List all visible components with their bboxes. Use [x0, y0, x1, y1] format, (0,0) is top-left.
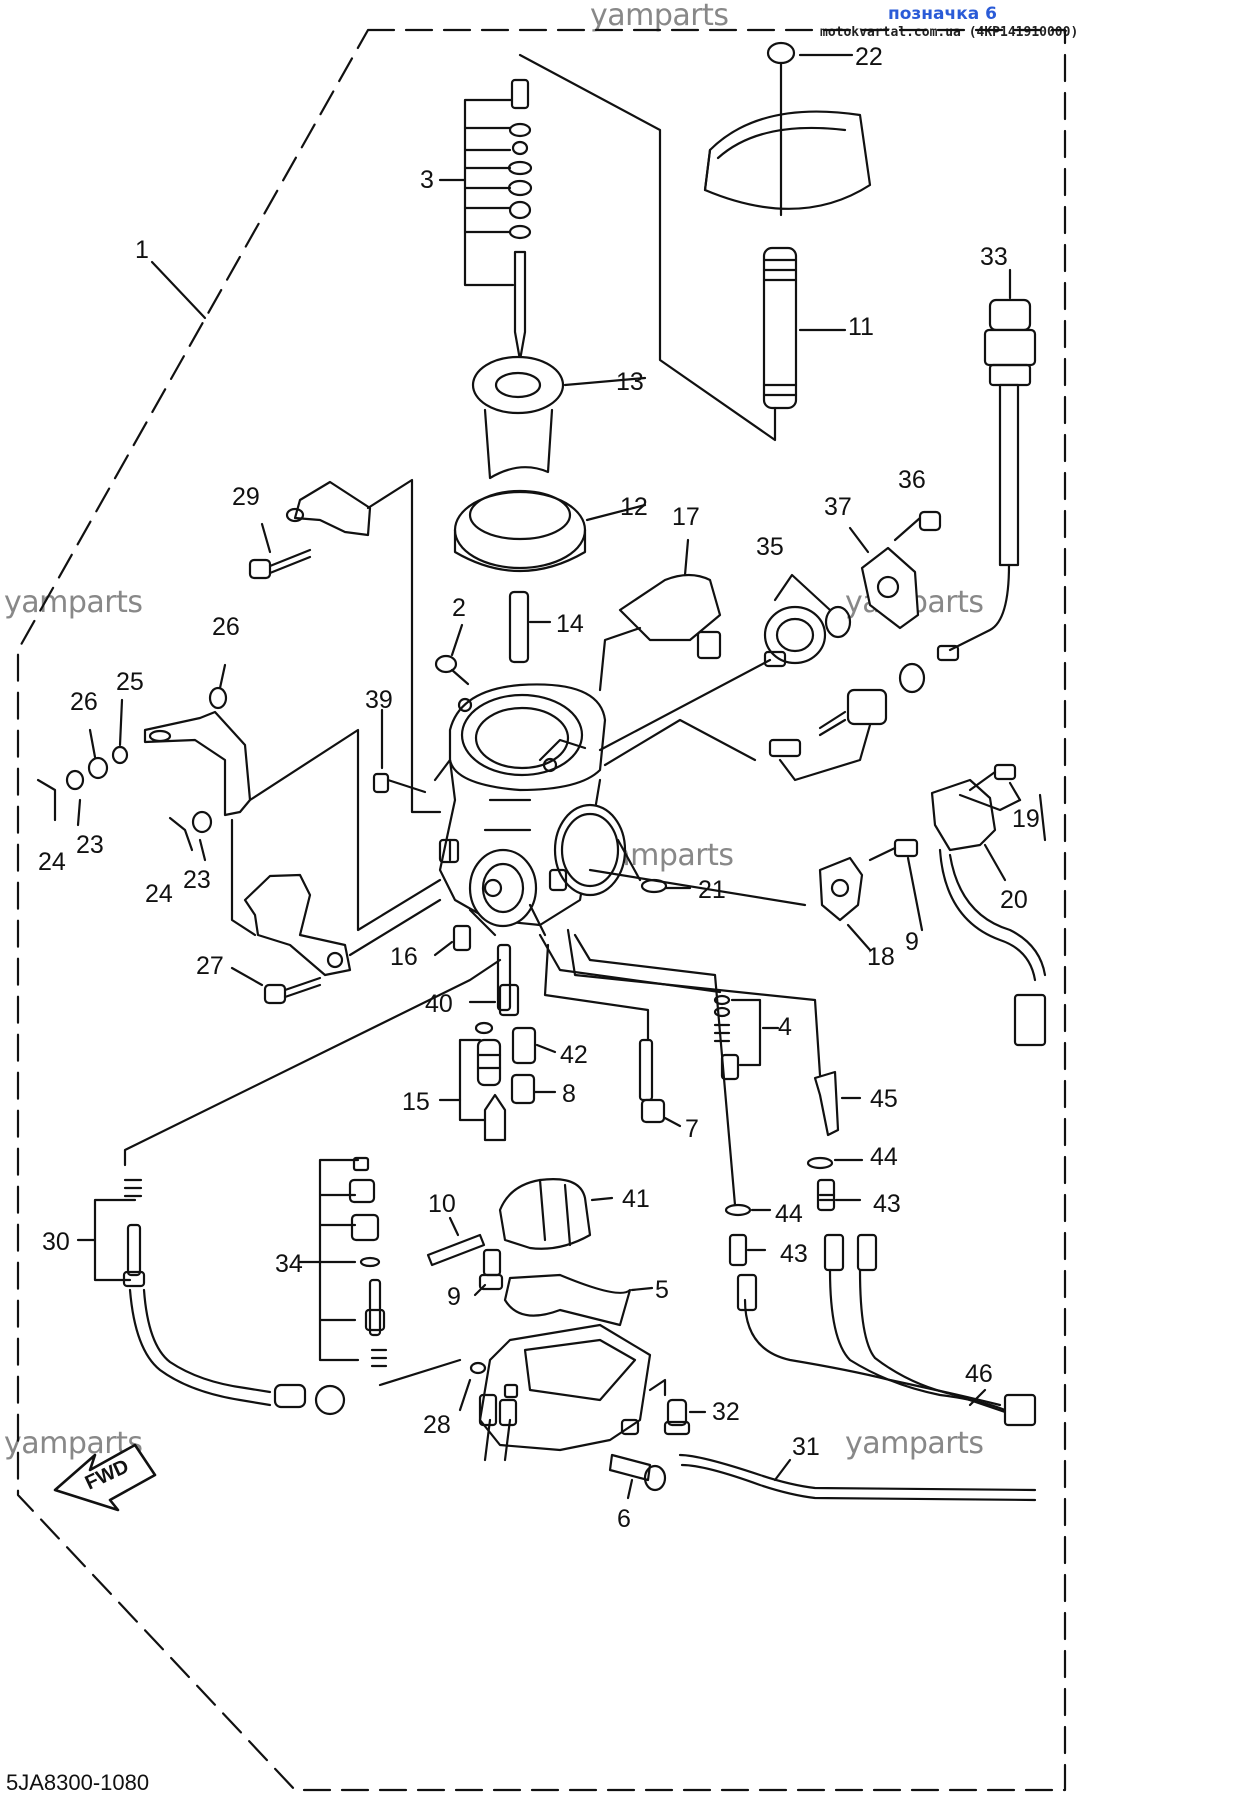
- throttle-sensor-icon: [588, 763, 1047, 1047]
- callout-7: 7: [685, 1115, 699, 1143]
- callout-30: 30: [42, 1228, 70, 1256]
- callout-1: 1: [135, 236, 149, 264]
- carburetor-body-icon: [433, 683, 627, 937]
- main-jet-42-icon: [511, 1026, 537, 1065]
- assembly-boundary: [16, 28, 1067, 1792]
- callout-39: 39: [365, 686, 393, 714]
- callout-29: 29: [232, 483, 260, 511]
- pilot-jet-7-icon: [543, 943, 682, 1128]
- callout-35: 35: [756, 533, 784, 561]
- drain-screw-6-icon: [608, 1453, 667, 1500]
- bracket-upper-icon: [248, 478, 442, 814]
- watermark: yamparts: [845, 1426, 984, 1461]
- callout-45: 45: [870, 1085, 898, 1113]
- callout-3: 3: [420, 166, 434, 194]
- cable-31-icon: [678, 1453, 1037, 1502]
- float-41-icon: [498, 1178, 614, 1250]
- watermark: yamparts: [590, 0, 729, 33]
- pilot-jet-8-icon: [510, 1073, 536, 1105]
- part-link[interactable]: позначка 6: [888, 4, 997, 24]
- callout-44: 44: [775, 1200, 803, 1228]
- throttle-cable-30-icon: [76, 958, 502, 1416]
- diaphragm-icon: [453, 489, 647, 573]
- needle-set-icon: [438, 53, 777, 442]
- callout-10: 10: [428, 1190, 456, 1218]
- lever-lower-icon: [230, 873, 442, 1005]
- callout-21: 21: [698, 876, 726, 904]
- callout-20: 20: [1000, 886, 1028, 914]
- callout-13: 13: [616, 368, 644, 396]
- screw-9-lower-icon: [473, 1248, 504, 1297]
- callout-9: 9: [447, 1283, 461, 1311]
- diagram-code: 5JA8300-1080: [6, 1770, 150, 1795]
- callout-27: 27: [196, 952, 224, 980]
- elbow-fitting-icon: [598, 538, 722, 692]
- fwd-arrow-icon: [53, 1443, 157, 1512]
- float-valve-15-icon: [438, 1021, 507, 1142]
- callout-24: 24: [145, 880, 173, 908]
- jet-needle-40-icon: [468, 943, 520, 1017]
- callout-19: 19: [1012, 805, 1040, 833]
- leader-1: [150, 260, 207, 320]
- callout-26: 26: [212, 613, 240, 641]
- callout-11: 11: [848, 313, 874, 341]
- plate-45-icon: [566, 928, 862, 1137]
- callout-23: 23: [76, 831, 104, 859]
- small-screw-icon: [434, 623, 470, 686]
- callout-33: 33: [980, 243, 1008, 271]
- pilot-screw-icon: [372, 708, 427, 794]
- callout-17: 17: [672, 503, 700, 531]
- piston-valve-icon: [471, 355, 647, 480]
- top-cap-icon: [703, 41, 872, 410]
- callout-5: 5: [655, 1276, 669, 1304]
- callout-42: 42: [560, 1041, 588, 1069]
- callout-32: 32: [712, 1398, 740, 1426]
- wire-harness-46-icon: [736, 1233, 1037, 1427]
- callout-36: 36: [898, 466, 926, 494]
- sensor-43-lower-icon: [573, 933, 772, 1267]
- callout-16: 16: [390, 943, 418, 971]
- enricher-34-icon: [298, 1156, 462, 1387]
- callout-6: 6: [617, 1505, 631, 1533]
- callout-28: 28: [423, 1411, 451, 1439]
- callout-34: 34: [275, 1250, 303, 1278]
- jet-holder-icon: [508, 590, 552, 664]
- callout-14: 14: [556, 610, 584, 638]
- float-bowl-icon: [458, 1323, 667, 1462]
- choke-cable-icon: [936, 268, 1037, 662]
- plug-icon: [452, 924, 472, 952]
- callout-23: 23: [183, 866, 211, 894]
- drain-screw-32-icon: [663, 1398, 707, 1436]
- throttle-linkage-icon: [36, 663, 442, 937]
- enricher-assembly-icon: [598, 510, 942, 752]
- watermark: yamparts: [4, 585, 143, 620]
- callout-22: 22: [855, 43, 883, 71]
- callout-8: 8: [562, 1080, 576, 1108]
- plunger-set-icon: [603, 662, 926, 782]
- callout-24: 24: [38, 848, 66, 876]
- sensor-43-upper-icon: [806, 1156, 864, 1212]
- callout-46: 46: [965, 1360, 993, 1388]
- callout-4: 4: [778, 1013, 792, 1041]
- callout-26: 26: [70, 688, 98, 716]
- callout-31: 31: [792, 1433, 820, 1461]
- pin-10-icon: [426, 1216, 486, 1267]
- gasket-5-icon: [503, 1273, 632, 1327]
- callout-40: 40: [425, 990, 453, 1018]
- callout-41: 41: [622, 1185, 650, 1213]
- callout-2: 2: [452, 594, 466, 622]
- callout-12: 12: [620, 493, 648, 521]
- callout-37: 37: [824, 493, 852, 521]
- callout-18: 18: [867, 943, 895, 971]
- callout-43: 43: [873, 1190, 901, 1218]
- callout-44: 44: [870, 1143, 898, 1171]
- callout-43: 43: [780, 1240, 808, 1268]
- callout-15: 15: [402, 1088, 430, 1116]
- source-label: motokvartal.com.ua (4KP141910000): [820, 25, 1079, 40]
- callout-25: 25: [116, 668, 144, 696]
- callout-9: 9: [905, 928, 919, 956]
